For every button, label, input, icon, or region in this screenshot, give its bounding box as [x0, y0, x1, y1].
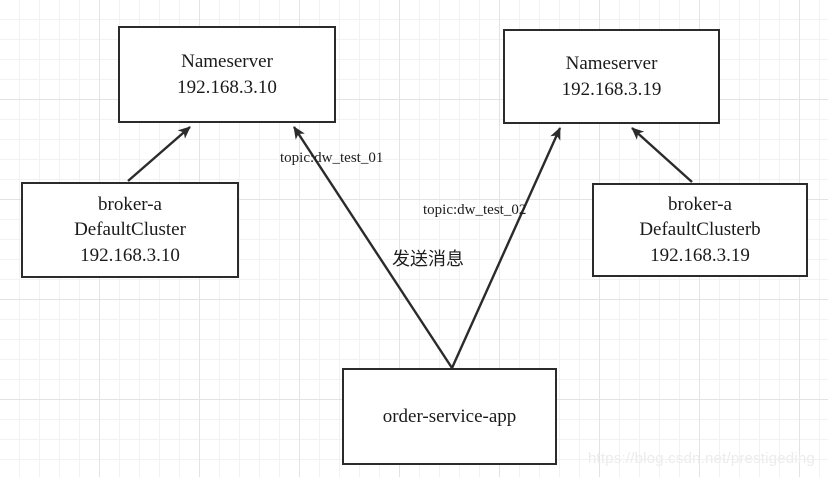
node-line: 192.168.3.10: [80, 244, 180, 266]
node-broker-left[interactable]: broker-a DefaultCluster 192.168.3.10: [21, 182, 239, 278]
node-line: DefaultCluster: [74, 219, 186, 241]
node-line: order-service-app: [382, 405, 517, 427]
edge-broker-right-to-nameserver-right: [631, 127, 693, 183]
edge-broker-left-to-nameserver-left: [127, 126, 191, 182]
node-line: 192.168.3.19: [650, 244, 750, 266]
node-line: 192.168.3.10: [177, 76, 277, 98]
node-line: 192.168.3.19: [561, 78, 662, 100]
edge-label-topic-02: topic:dw_test_02: [423, 202, 527, 218]
node-order-service-app[interactable]: order-service-app: [342, 368, 557, 465]
node-line: broker-a: [668, 194, 732, 216]
node-broker-right[interactable]: broker-a DefaultClusterb 192.168.3.19: [592, 183, 808, 277]
edge-label-send-message: 发送消息: [392, 249, 464, 270]
node-nameserver-left[interactable]: Nameserver 192.168.3.10: [118, 26, 336, 123]
watermark: https://blog.csdn.net/prestigeding: [588, 450, 815, 467]
node-line: DefaultClusterb: [639, 219, 761, 241]
node-nameserver-right[interactable]: Nameserver 192.168.3.19: [503, 29, 720, 124]
node-line: broker-a: [98, 194, 162, 216]
node-line: Nameserver: [565, 53, 658, 75]
node-line: Nameserver: [181, 51, 273, 73]
edge-label-topic-01: topic:dw_test_01: [280, 150, 384, 166]
edge-app-to-nameserver-right: [450, 127, 562, 369]
